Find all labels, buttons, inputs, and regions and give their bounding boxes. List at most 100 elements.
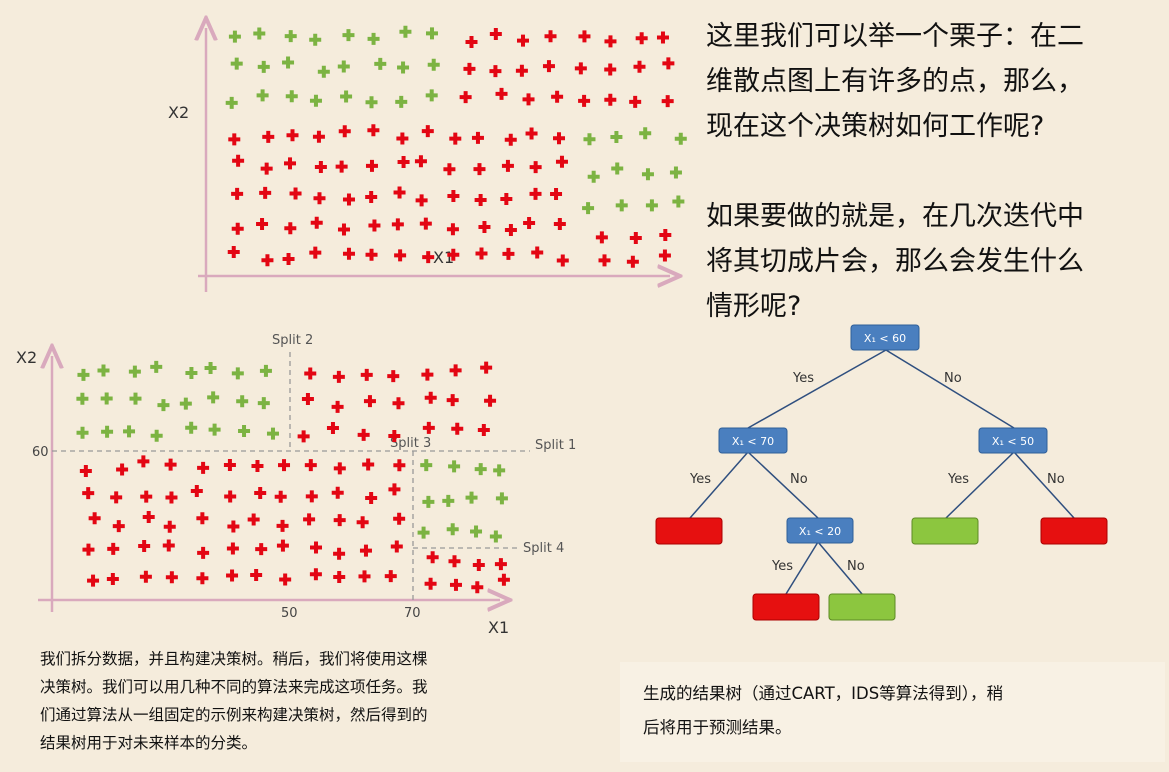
red-plus-icon: [662, 57, 675, 70]
split-3-label: Split 3: [390, 436, 431, 451]
red-plus-icon: [82, 543, 95, 556]
red-plus-icon: [286, 129, 299, 142]
red-plus-icon: [331, 486, 344, 499]
red-plus-icon: [419, 217, 432, 230]
red-plus-icon: [259, 186, 272, 199]
green-plus-icon: [669, 166, 682, 179]
top-scatter-markers: [225, 25, 687, 268]
red-plus-icon: [658, 249, 671, 262]
green-plus-icon: [399, 25, 412, 38]
red-plus-icon: [497, 573, 510, 586]
green-plus-icon: [611, 162, 624, 175]
leaf-green-2: [828, 593, 896, 621]
red-plus-icon: [531, 246, 544, 259]
red-plus-icon: [422, 421, 435, 434]
green-plus-icon: [97, 364, 110, 377]
red-plus-icon: [227, 246, 240, 259]
green-plus-icon: [236, 395, 249, 408]
red-plus-icon: [501, 159, 514, 172]
green-plus-icon: [77, 368, 90, 381]
red-plus-icon: [140, 490, 153, 503]
green-plus-icon: [282, 56, 295, 69]
red-plus-icon: [477, 423, 490, 436]
red-plus-icon: [164, 458, 177, 471]
split-1-label: Split 1: [535, 438, 576, 453]
red-plus-icon: [553, 132, 566, 145]
split-4-label: Split 4: [523, 541, 564, 556]
red-plus-icon: [314, 160, 327, 173]
red-plus-icon: [447, 248, 460, 261]
red-plus-icon: [525, 127, 538, 140]
tree-caption-box: [620, 662, 1165, 762]
red-plus-icon: [504, 223, 517, 236]
green-plus-icon: [101, 425, 114, 438]
red-plus-icon: [368, 219, 381, 232]
red-plus-icon: [529, 187, 542, 200]
red-plus-icon: [489, 28, 502, 41]
red-plus-icon: [544, 30, 557, 43]
tree-node-left: X₁ < 70: [718, 427, 788, 454]
top-scatter-axes: X2 X1: [168, 28, 670, 292]
red-plus-icon: [391, 218, 404, 231]
red-plus-icon: [256, 218, 269, 231]
red-plus-icon: [313, 192, 326, 205]
red-plus-icon: [279, 573, 292, 586]
leaf-red-3: [752, 593, 820, 621]
green-plus-icon: [395, 95, 408, 108]
red-plus-icon: [260, 162, 273, 175]
red-plus-icon: [303, 513, 316, 526]
red-plus-icon: [522, 93, 535, 106]
green-plus-icon: [365, 96, 378, 109]
green-plus-icon: [185, 421, 198, 434]
red-plus-icon: [87, 574, 100, 587]
split-x-axis-label: X1: [488, 618, 509, 637]
green-plus-icon: [309, 94, 322, 107]
red-plus-icon: [338, 125, 351, 138]
red-plus-icon: [604, 93, 617, 106]
red-plus-icon: [553, 218, 566, 231]
red-plus-icon: [165, 571, 178, 584]
green-plus-icon: [448, 460, 461, 473]
red-plus-icon: [415, 194, 428, 207]
red-plus-icon: [659, 229, 672, 242]
red-plus-icon: [449, 578, 462, 591]
red-plus-icon: [326, 421, 339, 434]
red-plus-icon: [142, 511, 155, 524]
red-plus-icon: [478, 221, 491, 234]
red-plus-icon: [626, 255, 639, 268]
split-lines: [52, 352, 530, 600]
green-plus-icon: [238, 425, 251, 438]
red-plus-icon: [112, 520, 125, 533]
red-plus-icon: [471, 131, 484, 144]
red-plus-icon: [262, 130, 275, 143]
red-plus-icon: [359, 544, 372, 557]
red-plus-icon: [396, 132, 409, 145]
green-plus-icon: [489, 530, 502, 543]
red-plus-icon: [472, 558, 485, 571]
green-plus-icon: [474, 463, 487, 476]
red-plus-icon: [574, 62, 587, 75]
red-plus-icon: [231, 187, 244, 200]
red-plus-icon: [362, 458, 375, 471]
red-plus-icon: [422, 251, 435, 264]
green-plus-icon: [420, 459, 433, 472]
red-plus-icon: [297, 430, 310, 443]
green-plus-icon: [228, 30, 241, 43]
red-plus-icon: [190, 485, 203, 498]
x-tick-50: 50: [281, 606, 298, 621]
tree-node-right-label: X₁ < 50: [992, 435, 1034, 448]
red-plus-icon: [274, 490, 287, 503]
red-plus-icon: [196, 512, 209, 525]
red-plus-icon: [82, 487, 95, 500]
green-plus-icon: [442, 494, 455, 507]
red-plus-icon: [335, 160, 348, 173]
intro-text: 这里我们可以举一个栗子：在二 维散点图上有许多的点，那么， 现在这个决策树如何工…: [706, 21, 1084, 322]
red-plus-icon: [367, 124, 380, 137]
red-plus-icon: [390, 540, 403, 553]
red-plus-icon: [224, 490, 237, 503]
green-plus-icon: [337, 60, 350, 73]
green-plus-icon: [465, 491, 478, 504]
red-plus-icon: [447, 190, 460, 203]
red-plus-icon: [393, 459, 406, 472]
split-scatter-axes: X2 X1 60 50 70: [16, 348, 509, 637]
